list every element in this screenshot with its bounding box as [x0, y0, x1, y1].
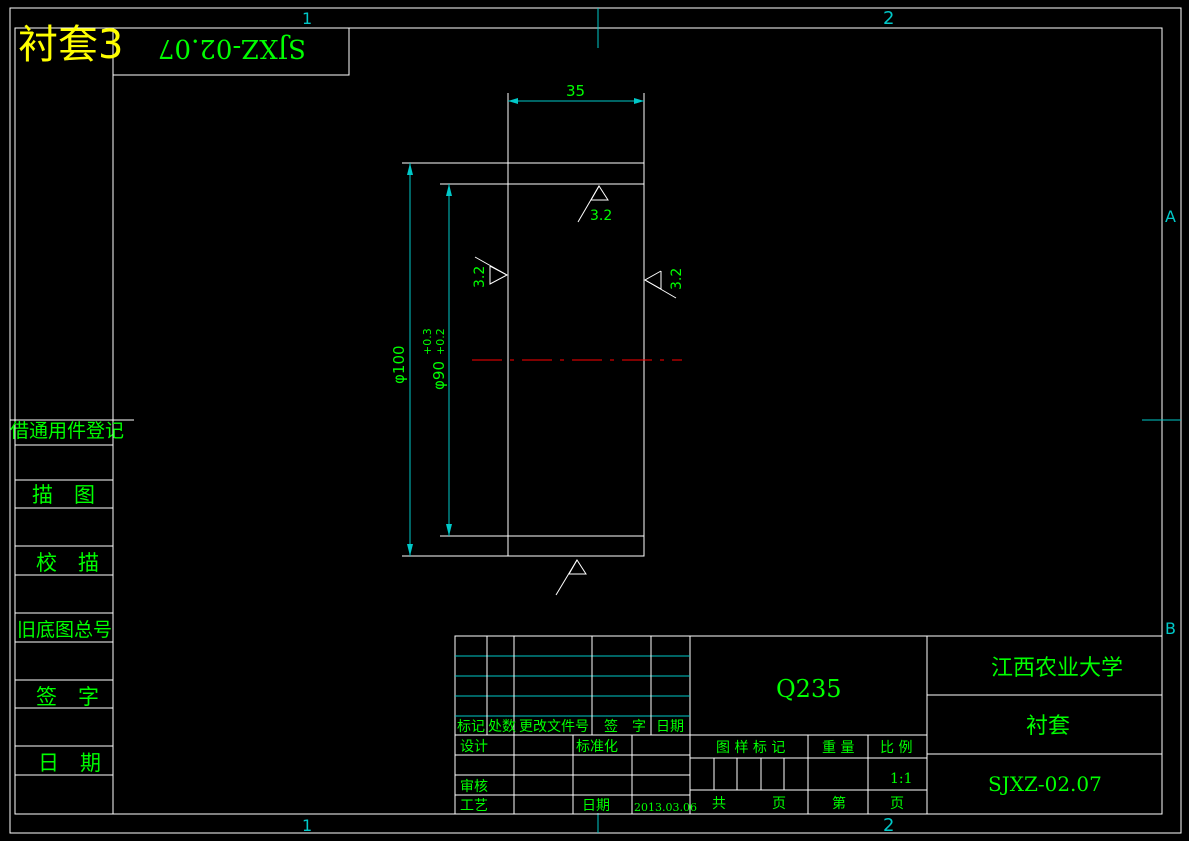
bottom-wall-section [507, 535, 645, 557]
page2-label: 页 [890, 796, 904, 812]
tol-upper-text: +0.3 [421, 328, 434, 355]
width-dimension [507, 93, 645, 163]
outer-dia-dimension [402, 162, 508, 557]
mirrored-code: SJXZ-02.07 [158, 33, 306, 63]
sheet-label: 第 [832, 795, 846, 812]
zone-bottom-2: 2 [883, 815, 894, 836]
top-wall-section [507, 162, 645, 185]
roughness-right-symbol [643, 270, 677, 299]
outer-dia-text: φ100 [390, 345, 408, 384]
side-label-1: 描 图 [32, 483, 95, 507]
rev-header-0: 标记 [457, 719, 485, 735]
inner-dia-text: φ90 [430, 361, 448, 390]
stage-label: 图 样 标 记 [716, 740, 785, 756]
scale-value: 1:1 [890, 771, 913, 787]
process-label: 工艺 [460, 798, 488, 814]
side-label-5: 日 期 [38, 751, 101, 775]
code-box [112, 27, 350, 76]
rev-header-4: 日期 [656, 719, 684, 735]
design-label: 设计 [460, 739, 488, 755]
roughness-left-text: 3.2 [472, 266, 488, 288]
width-dim-text: 35 [566, 82, 585, 100]
overlay-title: 衬套3 [18, 22, 123, 68]
side-label-4: 签 字 [36, 685, 99, 709]
roughness-right-text: 3.2 [669, 268, 685, 290]
side-label-0: 借通用件登记 [10, 420, 124, 442]
date-value: 2013.03.06 [634, 801, 697, 814]
side-panel [15, 444, 113, 776]
roughness-top-symbol [577, 185, 609, 223]
zone-bottom-1: 1 [302, 816, 312, 835]
total-label: 共 [712, 796, 726, 812]
scale-label: 比 例 [880, 740, 912, 756]
rev-header-3: 签 字 [604, 718, 646, 735]
outer-border [9, 7, 1182, 834]
side-label-2: 校 描 [36, 551, 99, 575]
university-name: 江西农业大学 [991, 656, 1123, 681]
roughness-bottom-symbol [555, 559, 587, 596]
roughness-left-symbol [474, 256, 509, 285]
part-name: 衬套 [1026, 714, 1070, 739]
drawing-number: SJXZ-02.07 [988, 772, 1102, 796]
bushing-section [472, 162, 682, 557]
zone-right-b: B [1165, 619, 1176, 638]
material-text: Q235 [776, 675, 841, 703]
weight-label: 重 量 [822, 740, 854, 756]
tol-lower-text: +0.2 [434, 328, 447, 355]
zone-top-1: 1 [302, 9, 312, 28]
title-block [454, 635, 1163, 815]
rev-header-2: 更改文件号 [519, 719, 589, 735]
rev-header-1: 处数 [488, 719, 516, 735]
roughness-top-text: 3.2 [590, 208, 612, 224]
review-label: 审核 [460, 779, 488, 795]
zone-right-a: A [1165, 207, 1176, 226]
standard-label: 标准化 [576, 739, 618, 755]
date-label: 日期 [582, 798, 610, 814]
page1-label: 页 [772, 796, 786, 812]
side-label-3: 旧底图总号 [17, 619, 112, 641]
zone-top-2: 2 [883, 8, 894, 29]
inner-dia-dimension [440, 183, 508, 537]
